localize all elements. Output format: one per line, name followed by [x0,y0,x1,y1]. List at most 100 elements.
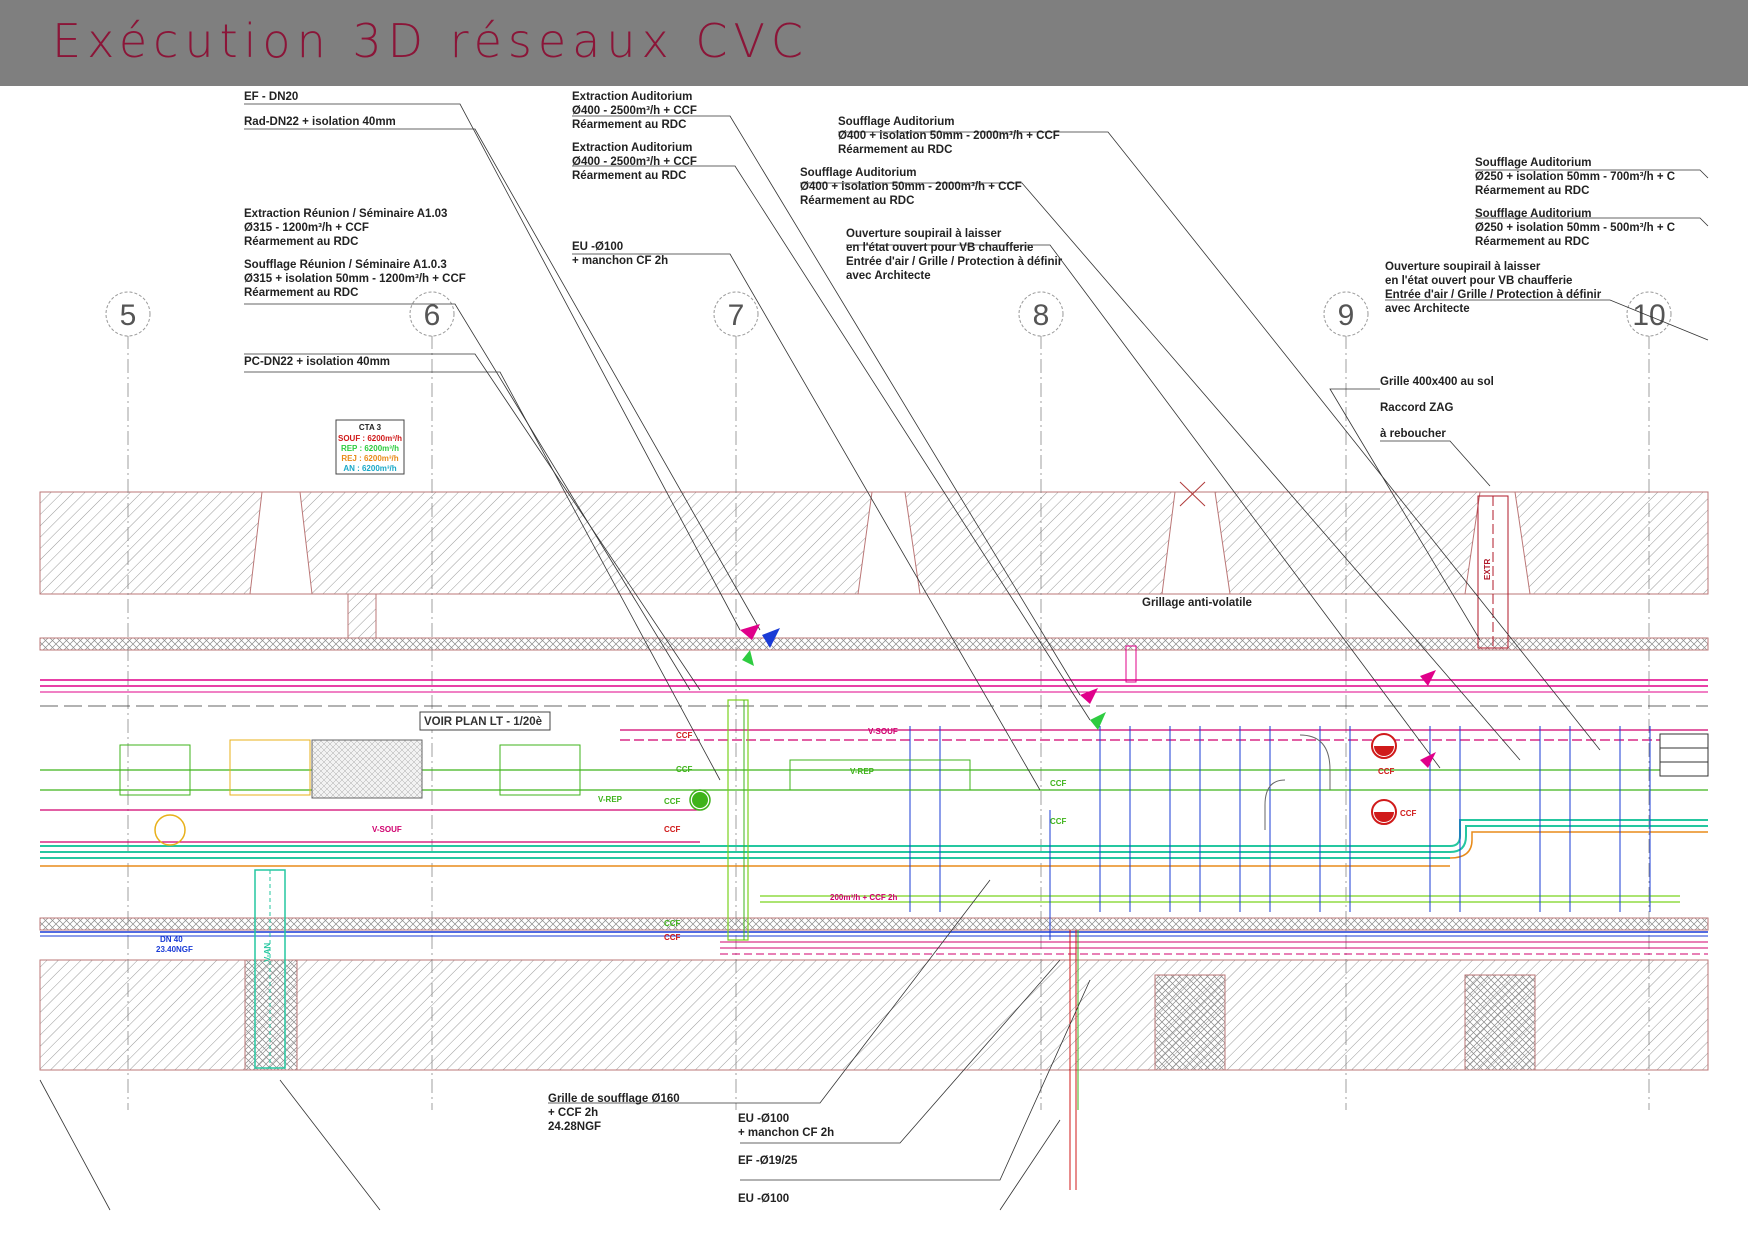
extraction-auditorium-label-2: Extraction Auditorium Ø400 - 2500m³/h + … [572,142,697,182]
svg-text:Ø250 + isolation 50mm - 700m³/: Ø250 + isolation 50mm - 700m³/h + C [1475,171,1675,183]
eu-100-label-b: EU -Ø100 + manchon CF 2h [738,1113,834,1139]
ccf-label-1: CCF [1378,767,1395,776]
ccf-valves: CCF CCF CCF CCF CCF CCF CCF CCF CCF CCF [664,731,1417,942]
svg-text:AN : 6200m³/h: AN : 6200m³/h [343,464,396,473]
grille-soufflage-label: Grille de soufflage Ø160 + CCF 2h 24.28N… [548,1093,680,1133]
ccf-label-9: CCF [664,919,681,928]
svg-text:Ø400 - 2500m³/h + CCF: Ø400 - 2500m³/h + CCF [572,105,697,117]
upper-slab [39,491,1709,651]
ccf-label-2: CCF [1400,809,1417,818]
axis-bubble-10: 10 [1626,291,1672,337]
svg-text:avec Architecte: avec Architecte [1385,303,1470,315]
svg-text:23.40NGF: 23.40NGF [156,945,193,954]
lower-slab [39,917,1709,1071]
soufflage-reunion-label: Soufflage Réunion / Séminaire A1.0.3 Ø31… [244,259,466,299]
v-an-label: V-AN [263,943,272,962]
svg-text:Entrée d'air / Grille / Protec: Entrée d'air / Grille / Protection à déf… [846,256,1063,268]
ccf-label-3: CCF [676,731,693,740]
pipe-network [40,481,1708,1190]
leader-lines [39,103,1709,1211]
svg-text:Réarmement au RDC: Réarmement au RDC [800,195,914,207]
svg-text:Ø250 + isolation 50mm - 500m³/: Ø250 + isolation 50mm - 500m³/h + C [1475,222,1675,234]
svg-text:Réarmement au RDC: Réarmement au RDC [244,236,358,248]
ccf-label-7: CCF [1050,779,1067,788]
svg-text:Ø315 - 1200m³/h + CCF: Ø315 - 1200m³/h + CCF [244,222,369,234]
svg-text:+ manchon CF 2h: + manchon CF 2h [572,255,668,267]
svg-text:EU -Ø100: EU -Ø100 [738,1113,789,1125]
svg-text:Ouverture soupirail à laisser: Ouverture soupirail à laisser [1385,261,1541,273]
duct-200-label: 200m³/h + CCF 2h [830,893,897,902]
dn40-tag: DN 40 23.40NGF [156,935,193,954]
svg-text:Soufflage Auditorium: Soufflage Auditorium [800,167,916,179]
svg-text:Réarmement au RDC: Réarmement au RDC [572,170,686,182]
annotations: EF - DN20 Rad-DN22 + isolation 40mm Extr… [244,91,1675,1205]
cta3-box: CTA 3 SOUF : 6200m³/h REP : 6200m³/h REJ… [335,419,405,475]
soupirail-label-2: Ouverture soupirail à laisser en l'état … [1385,261,1602,315]
svg-text:24.28NGF: 24.28NGF [548,1121,601,1133]
ccf-label-8: CCF [1050,817,1067,826]
svg-text:en l'état ouvert pour VB chauf: en l'état ouvert pour VB chaufferie [1385,275,1572,287]
svg-text:+ manchon CF 2h: + manchon CF 2h [738,1127,834,1139]
ccf-label-6: CCF [664,825,681,834]
svg-text:SOUF : 6200m³/h: SOUF : 6200m³/h [338,434,402,443]
axis-bubble-8: 8 [1018,291,1064,337]
ccf-label-4: CCF [676,765,693,774]
pc-dn22-label: PC-DN22 + isolation 40mm [244,356,390,368]
axis-8-label: 8 [1033,299,1050,332]
svg-text:Soufflage Auditorium: Soufflage Auditorium [1475,208,1591,220]
ef-19-label: EF -Ø19/25 [738,1155,798,1167]
ccf-label-5: CCF [664,797,681,806]
soufflage-auditorium-label-2: Soufflage Auditorium Ø400 + isolation 50… [800,167,1022,207]
axis-bubbles: 5 6 7 8 9 10 [105,291,1672,337]
flow-markers [740,624,1436,768]
svg-text:en l'état ouvert pour VB chauf: en l'état ouvert pour VB chaufferie [846,242,1033,254]
axis-6-label: 6 [424,299,441,332]
eu-100-label: EU -Ø100 + manchon CF 2h [572,241,668,267]
rad-dn22-label: Rad-DN22 + isolation 40mm [244,116,396,128]
ef-dn20-label: EF - DN20 [244,91,298,103]
svg-text:Soufflage Auditorium: Soufflage Auditorium [838,116,954,128]
svg-text:CTA 3: CTA 3 [359,423,382,432]
extr-shaft-label: EXTR [1483,558,1492,580]
svg-text:Extraction Auditorium: Extraction Auditorium [572,91,692,103]
extraction-auditorium-label-1: Extraction Auditorium Ø400 - 2500m³/h + … [572,91,697,131]
svg-text:+ CCF 2h: + CCF 2h [548,1107,598,1119]
grille-sol-label: Grille 400x400 au sol [1380,376,1494,388]
axis-bubble-6: 6 [409,291,455,337]
network-names: V-SOUF V-SOUF V-REP V-REP V-AN EXTR 200m… [156,558,1492,962]
svg-text:Réarmement au RDC: Réarmement au RDC [1475,236,1589,248]
svg-text:DN 40: DN 40 [160,935,183,944]
axis-bubble-5: 5 [105,291,151,337]
svg-text:Entrée d'air / Grille / Protec: Entrée d'air / Grille / Protection à déf… [1385,289,1602,301]
svg-text:Ø400 + isolation 50mm - 2000m³: Ø400 + isolation 50mm - 2000m³/h + CCF [800,181,1022,193]
svg-text:Réarmement au RDC: Réarmement au RDC [572,119,686,131]
svg-text:Extraction Auditorium: Extraction Auditorium [572,142,692,154]
ccf-label-10: CCF [664,933,681,942]
grillage-label: Grillage anti-volatile [1142,597,1252,609]
axis-7-label: 7 [728,299,745,332]
axis-9-label: 9 [1338,299,1355,332]
svg-text:Réarmement au RDC: Réarmement au RDC [244,287,358,299]
svg-text:REP : 6200m³/h: REP : 6200m³/h [341,444,399,453]
svg-text:VOIR PLAN LT - 1/20è: VOIR PLAN LT - 1/20è [424,716,542,728]
svg-text:REJ : 6200m³/h: REJ : 6200m³/h [341,454,398,463]
a-reboucher-label: à reboucher [1380,428,1446,440]
soupirail-label-1: Ouverture soupirail à laisser en l'état … [846,228,1063,282]
hvac-drawing: 5 6 7 8 9 10 [39,91,1709,1211]
title-bar: Exécution 3D réseaux CVC [0,0,1748,86]
v-souf-label-2: V-SOUF [372,825,402,834]
svg-text:Ø315 + isolation 50mm - 1200m³: Ø315 + isolation 50mm - 1200m³/h + CCF [244,273,466,285]
extraction-reunion-label: Extraction Réunion / Séminaire A1.03 Ø31… [244,208,447,248]
v-rep-label-1: V-REP [850,767,875,776]
page-title: Exécution 3D réseaux CVC [52,14,810,68]
svg-text:Ouverture soupirail à laisser: Ouverture soupirail à laisser [846,228,1002,240]
svg-text:Réarmement au RDC: Réarmement au RDC [1475,185,1589,197]
v-rep-label-2: V-REP [598,795,623,804]
svg-text:EU -Ø100: EU -Ø100 [572,241,623,253]
axis-bubble-7: 7 [713,291,759,337]
right-tags [1659,733,1709,777]
svg-text:Ø400 + isolation 50mm - 2000m³: Ø400 + isolation 50mm - 2000m³/h + CCF [838,130,1060,142]
svg-text:Ø400 - 2500m³/h + CCF: Ø400 - 2500m³/h + CCF [572,156,697,168]
voir-plan-box: VOIR PLAN LT - 1/20è [419,711,551,731]
svg-text:Extraction Réunion / Séminair: Extraction Réunion / Séminaire A1.03 [244,208,447,220]
